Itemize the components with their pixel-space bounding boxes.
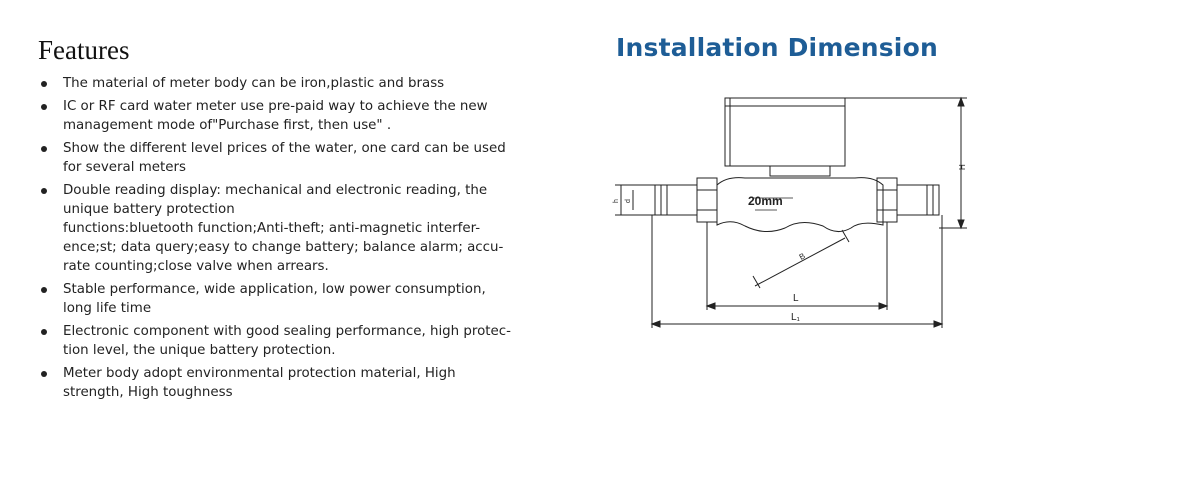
- register-housing: [724, 97, 846, 167]
- bullet-icon: [41, 287, 47, 293]
- feature-text-line: long life time: [63, 301, 152, 316]
- feature-item: Stable performance, wide application, lo…: [38, 278, 573, 318]
- feature-list: The material of meter body can be iron,p…: [38, 72, 573, 402]
- feature-text-line: Double reading display: mechanical and e…: [63, 183, 488, 198]
- feature-text-line: IC or RF card water meter use pre-paid w…: [63, 99, 488, 114]
- register-base: [769, 165, 831, 177]
- dimension-line-B: [754, 237, 846, 287]
- feature-text-line: management mode of"Purchase first, then …: [63, 118, 392, 133]
- installation-title: Installation Dimension: [616, 33, 938, 62]
- dim-label-H: H: [958, 164, 967, 170]
- feature-text-line: Meter body adopt environmental protectio…: [63, 366, 456, 381]
- features-title: Features: [38, 35, 130, 65]
- feature-item: The material of meter body can be iron,p…: [38, 72, 573, 95]
- feature-text-line: The material of meter body can be iron,p…: [63, 76, 445, 91]
- feature-text-line: Show the different level prices of the w…: [63, 141, 506, 156]
- bullet-icon: [41, 104, 47, 110]
- bullet-icon: [41, 371, 47, 377]
- dim-label-B: B: [798, 251, 807, 261]
- left-pipe-fitting: [654, 184, 698, 216]
- size-label: 20mm: [748, 194, 783, 208]
- dim-label-L1: L₁: [791, 312, 801, 323]
- feature-text-line: functions:bluetooth function;Anti-theft;…: [63, 221, 481, 236]
- bullet-icon: [41, 329, 47, 335]
- feature-text-line: rate counting;close valve when arrears.: [63, 259, 329, 274]
- feature-text-line: Stable performance, wide application, lo…: [63, 282, 486, 297]
- dim-label-h: h: [613, 199, 620, 203]
- feature-item: Meter body adopt environmental protectio…: [38, 362, 573, 402]
- right-union-nut: [876, 177, 898, 223]
- feature-text-line: ence;st; data query;easy to change batte…: [63, 240, 504, 255]
- bullet-icon: [41, 146, 47, 152]
- feature-text-line: unique battery protection: [63, 202, 235, 217]
- installation-diagram: 20mm L L₁ H B h d: [605, 90, 985, 344]
- dim-label-d: d: [625, 199, 632, 203]
- feature-item: Electronic component with good sealing p…: [38, 320, 573, 360]
- bullet-icon: [41, 81, 47, 87]
- feature-item: Show the different level prices of the w…: [38, 137, 573, 177]
- left-union-nut: [696, 177, 718, 223]
- dim-label-L: L: [793, 293, 799, 304]
- features-section: Features The material of meter body can …: [38, 34, 573, 404]
- feature-item: Double reading display: mechanical and e…: [38, 179, 573, 276]
- feature-text-line: tion level, the unique battery protectio…: [63, 343, 336, 358]
- right-pipe-fitting: [896, 184, 940, 216]
- water-meter-drawing: 20mm L L₁ H B h d: [613, 96, 967, 328]
- feature-text-line: for several meters: [63, 160, 186, 175]
- meter-body: [716, 177, 884, 232]
- feature-item: IC or RF card water meter use pre-paid w…: [38, 95, 573, 135]
- feature-text-line: strength, High toughness: [63, 385, 233, 400]
- bullet-icon: [41, 188, 47, 194]
- feature-text-line: Electronic component with good sealing p…: [63, 324, 511, 339]
